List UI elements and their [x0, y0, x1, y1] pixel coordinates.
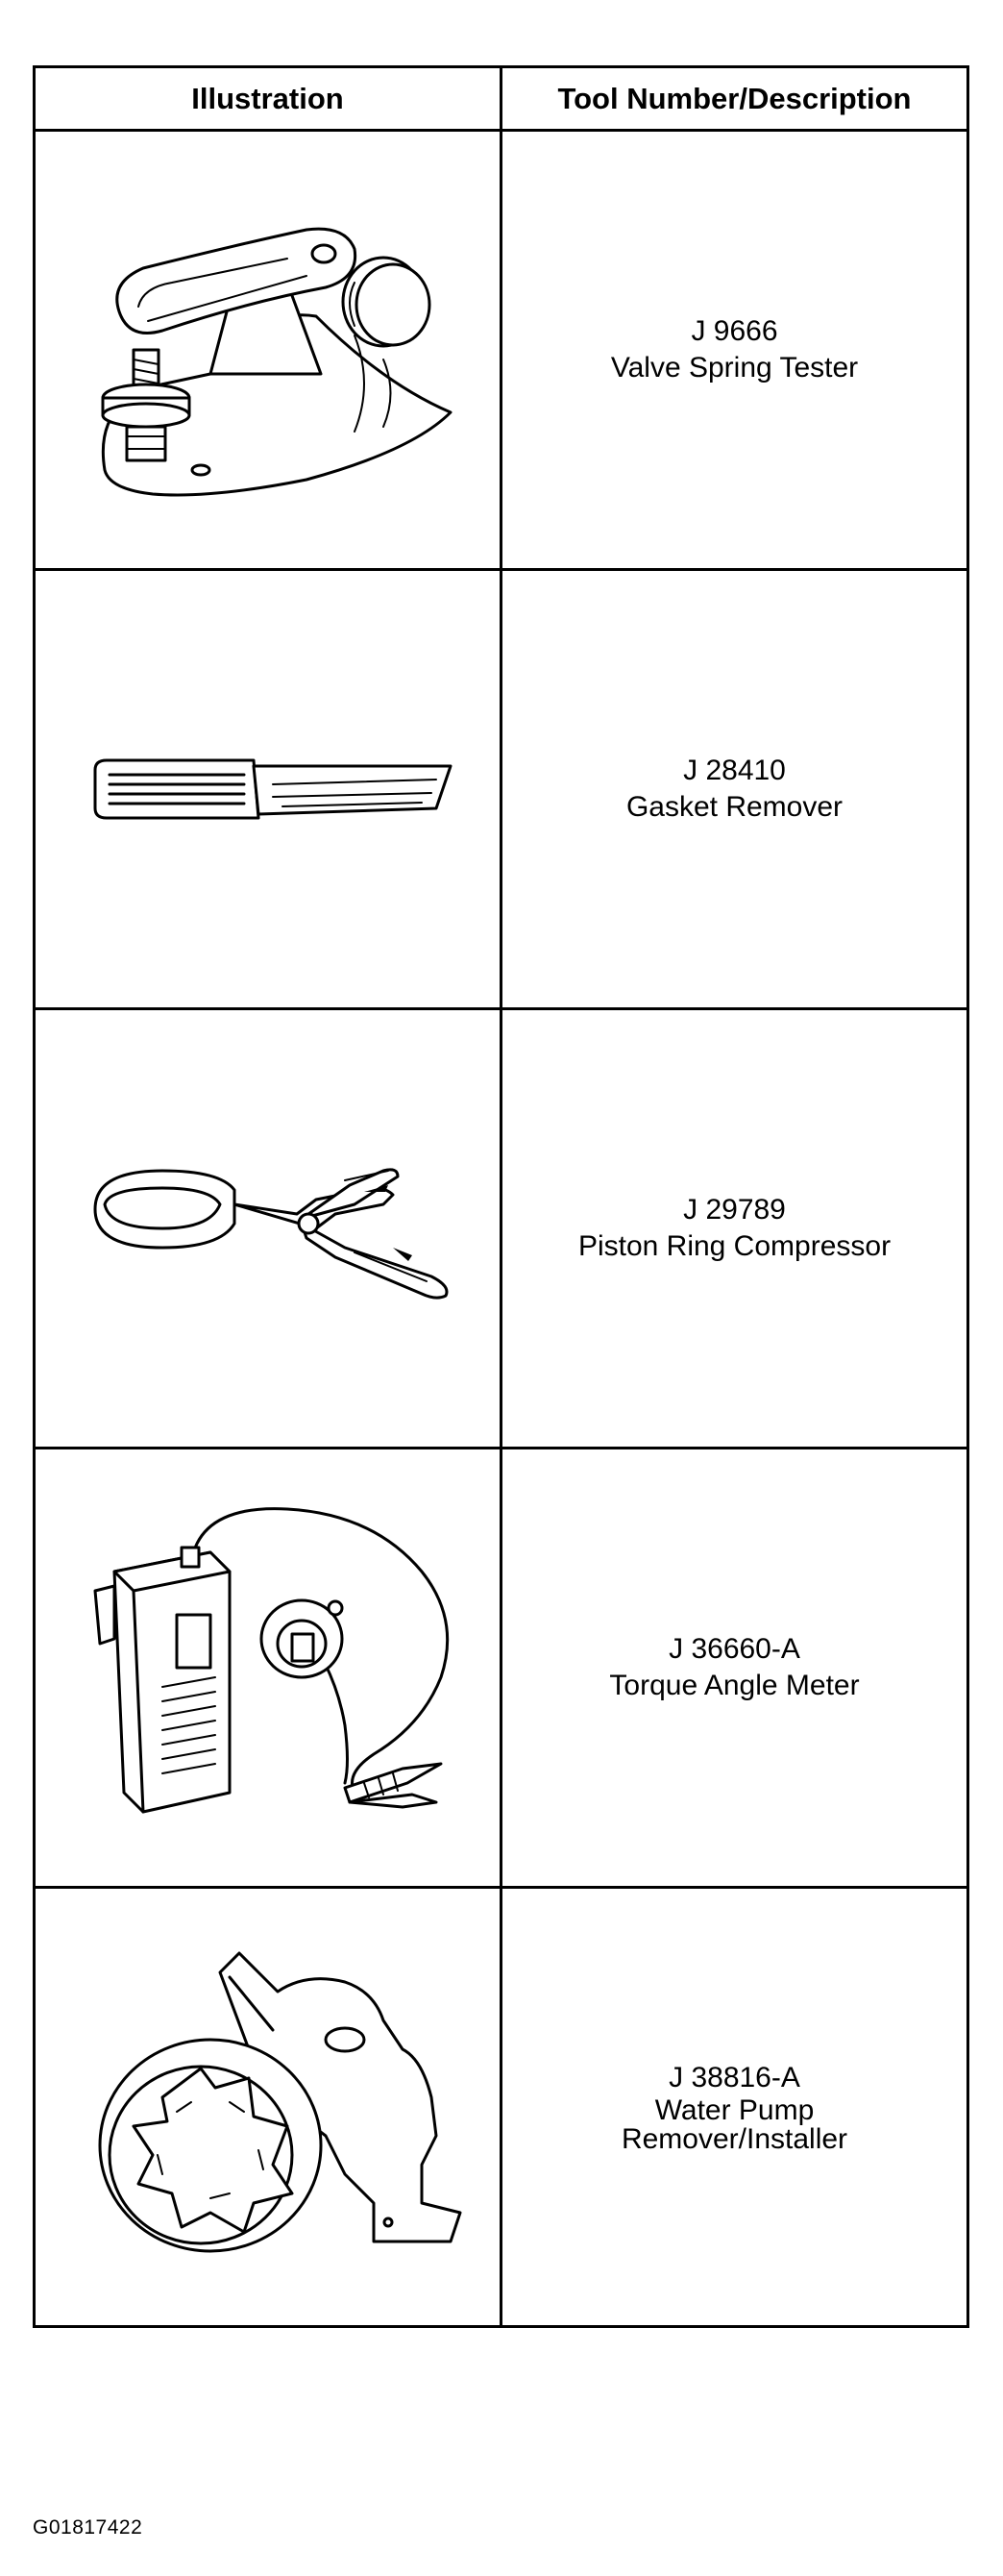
tool-column-header: Tool Number/Description — [500, 65, 969, 132]
table-row: J 28410 Gasket Remover — [33, 568, 969, 1010]
tool-number: J 9666 — [691, 314, 778, 347]
tool-description: Gasket Remover — [625, 791, 844, 823]
tool-number: J 29789 — [683, 1193, 786, 1226]
special-tools-table: Illustration Tool Number/Description — [33, 65, 969, 2328]
illustration-cell — [33, 129, 502, 571]
tool-number: J 36660-A — [669, 1632, 800, 1665]
gasket-remover-icon — [93, 758, 452, 820]
tool-description-cell: J 38816-A Water Pump Remover/Installer — [500, 1886, 969, 2328]
illustration-cell — [33, 568, 502, 1010]
tool-description: Piston Ring Compressor — [577, 1230, 892, 1262]
tool-description-cell: J 28410 Gasket Remover — [500, 568, 969, 1010]
illustration-cell — [33, 1447, 502, 1889]
valve-spring-tester-icon — [101, 227, 452, 497]
table-row: J 38816-A Water Pump Remover/Installer — [33, 1886, 969, 2328]
table-row: J 36660-A Torque Angle Meter — [33, 1447, 969, 1889]
illustration-cell — [33, 1886, 502, 2328]
tool-description: Torque Angle Meter — [609, 1670, 860, 1701]
figure-id: G01817422 — [33, 2516, 143, 2539]
tool-description-cell: J 29789 Piston Ring Compressor — [500, 1007, 969, 1449]
tool-description-cell: J 36660-A Torque Angle Meter — [500, 1447, 969, 1889]
tool-description-cell: J 9666 Valve Spring Tester — [500, 129, 969, 571]
illustration-column-header: Illustration — [33, 65, 502, 132]
water-pump-remover-installer-icon — [98, 1951, 461, 2253]
table-row: J 9666 Valve Spring Tester — [33, 129, 969, 571]
tool-description: Valve Spring Tester — [610, 352, 859, 384]
illustration-cell — [33, 1007, 502, 1449]
tool-number: J 28410 — [683, 754, 786, 786]
torque-angle-meter-icon — [93, 1507, 449, 1814]
tool-description: Water Pump Remover/Installer — [621, 2094, 848, 2156]
piston-ring-compressor-icon — [93, 1168, 448, 1300]
table-row: J 29789 Piston Ring Compressor — [33, 1007, 969, 1449]
table-header-row: Illustration Tool Number/Description — [33, 65, 969, 132]
tool-number: J 38816-A — [669, 2061, 800, 2093]
